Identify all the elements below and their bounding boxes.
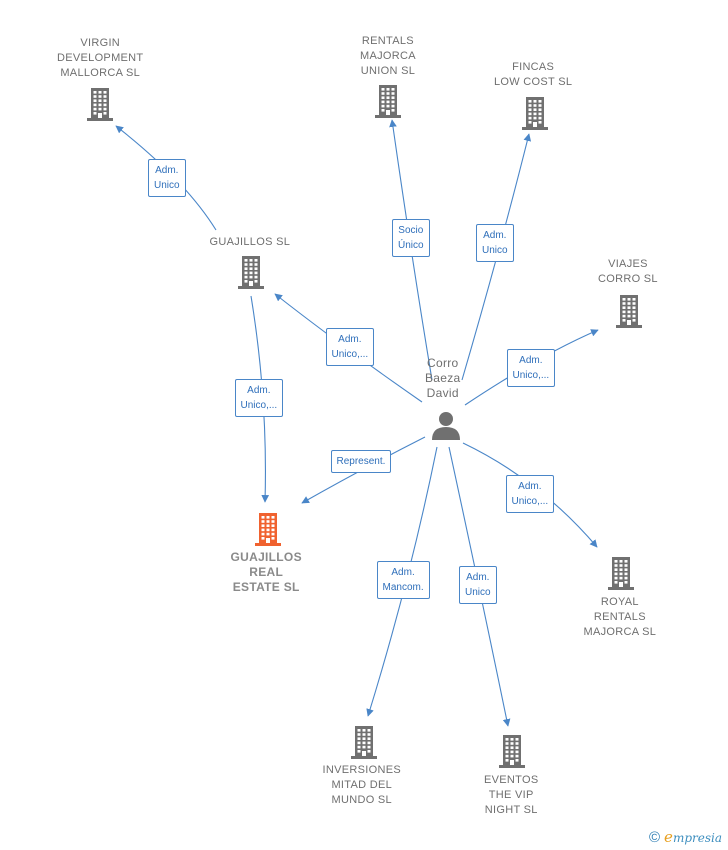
company-label-guajillos[interactable]: GUAJILLOS SL — [209, 235, 291, 248]
footer-brand: ©empresia — [649, 828, 722, 846]
company-label-virgin[interactable]: VIRGIN DEVELOPMENT MALLORCA SL — [57, 36, 144, 79]
building-icon-royal[interactable] — [606, 556, 636, 595]
building-icon-virgin[interactable] — [85, 87, 115, 126]
edge-label-royal[interactable]: Adm. Unico,... — [505, 475, 555, 513]
company-label-fincas[interactable]: FINCAS LOW COST SL — [494, 61, 573, 88]
building-icon-inversiones[interactable] — [349, 725, 379, 764]
building-icon-guajillos[interactable] — [236, 255, 266, 294]
company-label-viajes[interactable]: VIAJES CORRO SL — [598, 258, 658, 285]
company-label-royal[interactable]: ROYAL RENTALS MAJORCA SL — [583, 595, 657, 638]
edge-label-inversiones[interactable]: Adm. Mancom. — [376, 561, 430, 599]
building-icon-rentals[interactable] — [373, 84, 403, 123]
edge-label-virgin[interactable]: Adm. Unico — [148, 159, 186, 197]
edge-label-rentals[interactable]: Socio Único — [392, 219, 430, 257]
edge-label-guajillos_real[interactable]: Represent. — [330, 449, 392, 473]
edge-label-viajes[interactable]: Adm. Unico,... — [506, 349, 556, 387]
building-icon-eventos[interactable] — [497, 734, 527, 773]
copyright-icon: © — [648, 829, 661, 846]
building-icon-fincas[interactable] — [520, 96, 550, 135]
company-label-rentals[interactable]: RENTALS MAJORCA UNION SL — [360, 34, 416, 77]
building-icon-guajillos_real[interactable] — [253, 512, 283, 551]
person-name[interactable]: Corro Baeza David — [425, 355, 461, 400]
person-icon[interactable] — [431, 410, 461, 445]
edge-label-guajillos[interactable]: Adm. Unico,... — [325, 328, 375, 366]
company-label-inversiones[interactable]: INVERSIONES MITAD DEL MUNDO SL — [322, 763, 401, 806]
company-label-eventos[interactable]: EVENTOS THE VIP NIGHT SL — [484, 773, 539, 816]
edge-label-guajillos_real[interactable]: Adm. Unico,... — [234, 379, 284, 417]
company-label-guajillos_real[interactable]: GUAJILLOS REAL ESTATE SL — [230, 549, 302, 594]
building-icon-viajes[interactable] — [614, 294, 644, 333]
edge-label-eventos[interactable]: Adm. Unico — [459, 566, 497, 604]
brand-logo: empresia — [664, 828, 722, 846]
edge-label-fincas[interactable]: Adm. Unico — [476, 224, 514, 262]
